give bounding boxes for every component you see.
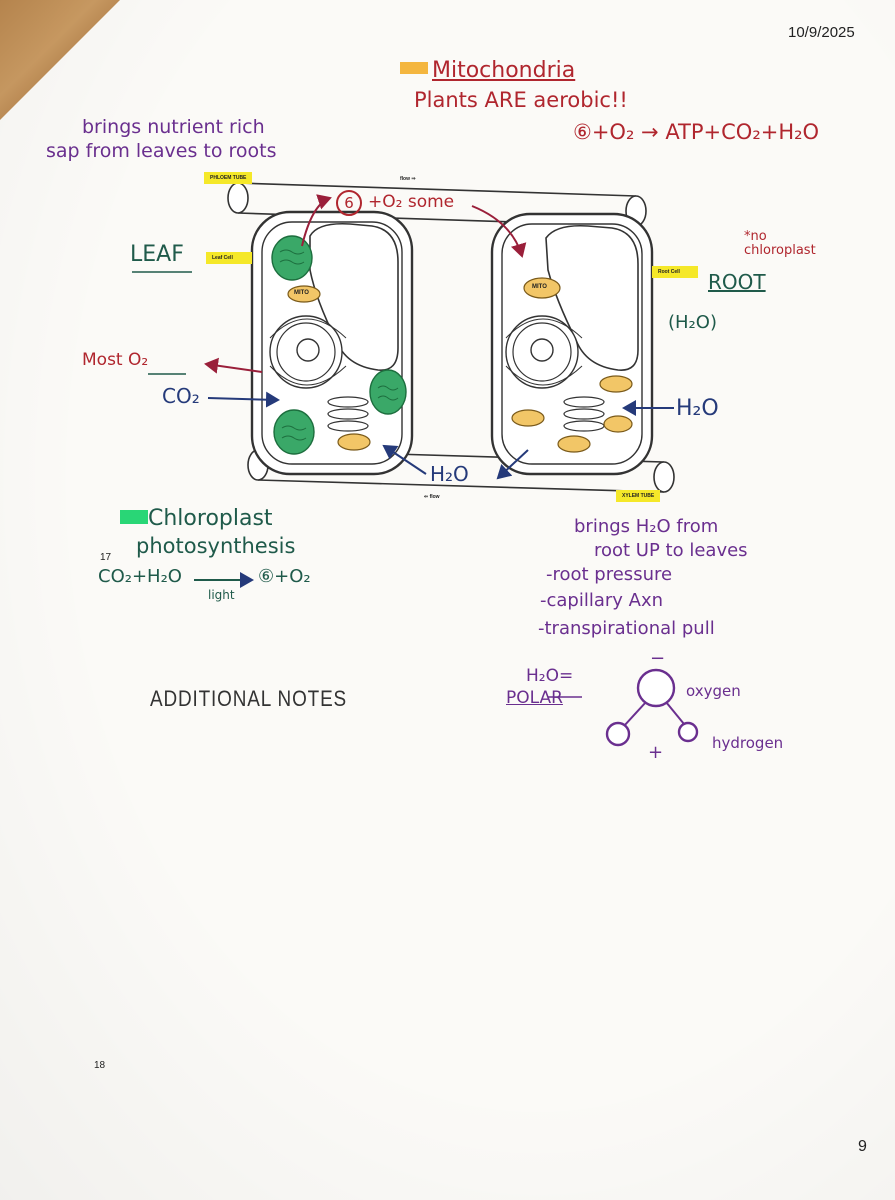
phloem-note-line1: brings nutrient rich <box>82 116 265 138</box>
phloem-flow-label: flow ⇒ <box>400 176 416 182</box>
plants-aerobic-note: Plants ARE aerobic!! <box>414 88 628 112</box>
root-mitochondrion-3 <box>511 409 545 427</box>
additional-notes-heading: ADDITIONAL NOTES <box>150 686 348 711</box>
most-o2-label: Most O₂ <box>82 350 149 370</box>
root-word: ROOT <box>708 270 766 294</box>
positive-charge: + <box>648 742 664 763</box>
water-molecule <box>548 668 699 747</box>
polar-label: POLAR <box>506 688 563 708</box>
leaf-chloroplast-1 <box>271 235 313 281</box>
root-cell-label: Root Cell <box>652 266 698 278</box>
h2o-bottom-label: H₂O <box>430 462 469 486</box>
glucose-up-arrow <box>301 194 332 247</box>
question-number-18: 18 <box>94 1060 106 1071</box>
root-mito-label: MITO <box>532 284 547 290</box>
chloroplast-title: Chloroplast <box>148 506 273 531</box>
oxygen-label: oxygen <box>686 682 741 700</box>
phloem-tube-label: PHLOEM TUBE <box>204 172 253 184</box>
leaf-cell-label: Leaf Cell <box>206 252 252 264</box>
xylem-bullet-capillary: -capillary Axn <box>540 590 664 611</box>
o2-some-label: +O₂ some <box>368 192 455 212</box>
underline-marks <box>132 271 192 375</box>
negative-charge: − <box>650 648 666 669</box>
leaf-chloroplast-3 <box>273 409 315 455</box>
h2o-up-arrow <box>382 444 427 475</box>
root-vacuole <box>545 224 639 371</box>
mitochondria-title: Mitochondria <box>432 58 576 83</box>
root-mitochondrion-2 <box>599 375 633 393</box>
page-date: 10/9/2025 <box>788 24 855 41</box>
leaf-cell <box>250 210 414 476</box>
xylem-note-line1: brings H₂O from <box>574 516 719 537</box>
root-mitochondrion-5 <box>557 435 591 453</box>
glucose-symbol: 6 <box>336 190 362 216</box>
page-number: 9 <box>858 1138 867 1155</box>
respiration-equation: ⑥+O₂ → ATP+CO₂+H₂O <box>573 120 820 144</box>
leaf-mitochondrion-2 <box>337 433 371 451</box>
leaf-mitochondrion-1 <box>287 285 321 303</box>
leaf-mito-label: MITO <box>294 290 309 296</box>
root-cell <box>490 212 654 476</box>
xylem-note-line2: root UP to leaves <box>594 540 748 561</box>
hydrogen-label: hydrogen <box>712 734 784 752</box>
glucose-down-arrow <box>471 205 527 258</box>
light-label: light <box>208 588 235 602</box>
water-label: H₂O= <box>526 666 574 686</box>
xylem-tube-label: XYLEM TUBE <box>616 490 661 502</box>
xylem-flow-label: ⇐ flow <box>424 494 440 500</box>
hydrogen-atom-2 <box>677 721 699 743</box>
h2o-xylem-arrow <box>496 449 529 480</box>
co2-label: CO₂ <box>162 384 200 408</box>
root-mitochondrion-1 <box>523 277 561 299</box>
photosynthesis-label: photosynthesis <box>136 534 296 558</box>
leaf-chloroplast-2 <box>369 369 407 415</box>
xylem-bullet-transpirational: -transpirational pull <box>538 618 715 639</box>
photosynthesis-equation-right: ⑥+O₂ <box>258 566 311 587</box>
orange-highlight-mark <box>400 62 428 74</box>
root-mitochondrion-4 <box>603 415 633 433</box>
oxygen-atom <box>636 668 676 708</box>
h2o-right-label: H₂O <box>676 396 719 421</box>
root-water-label: (H₂O) <box>668 312 717 333</box>
photosynthesis-equation-left: CO₂+H₂O <box>98 566 182 587</box>
green-highlight-mark <box>120 510 148 524</box>
phloem-note-line2: sap from leaves to roots <box>46 140 277 162</box>
co2-in-arrow <box>207 391 280 408</box>
question-number-17: 17 <box>100 552 112 563</box>
leaf-word: LEAF <box>130 242 184 267</box>
xylem-bullet-root-pressure: -root pressure <box>546 564 673 585</box>
o2-out-arrow <box>204 357 263 374</box>
no-chloroplast-note: *no chloroplast <box>744 229 816 258</box>
hydrogen-atom-1 <box>605 721 631 747</box>
